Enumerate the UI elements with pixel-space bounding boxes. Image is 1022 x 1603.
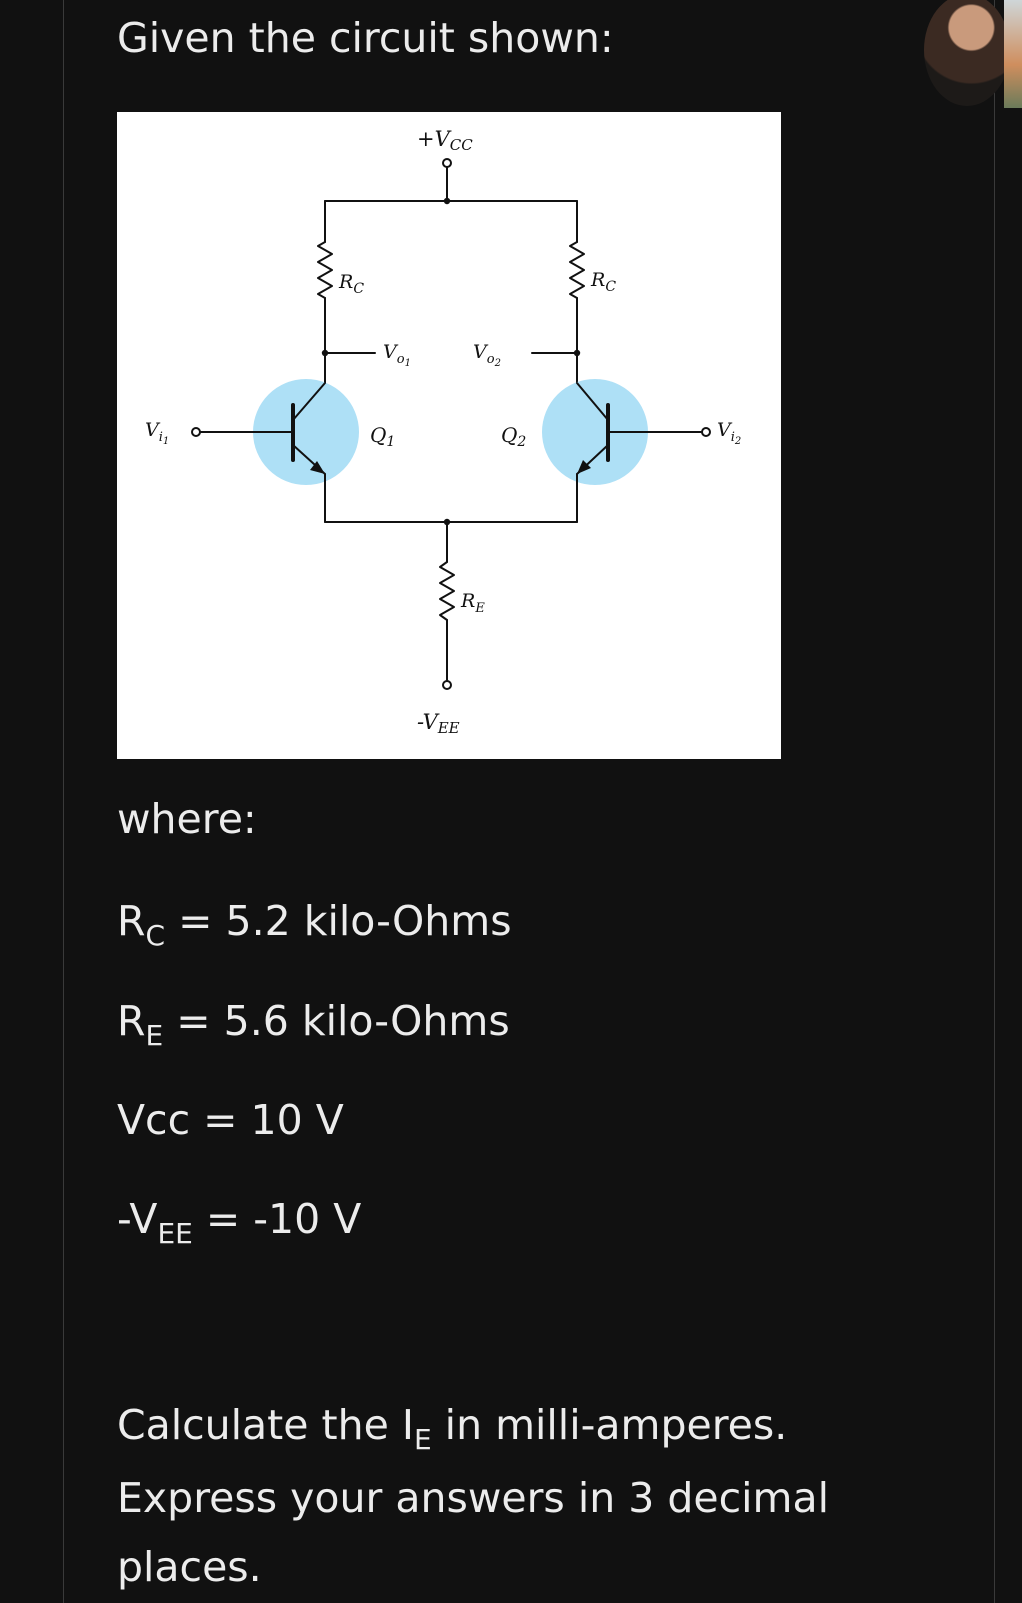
- vo1-label: Vo1: [383, 341, 411, 369]
- q1-label: Q1: [370, 423, 395, 450]
- vee-label: -VEE: [417, 710, 460, 737]
- rc-right-label: RC: [590, 269, 616, 295]
- vee-terminal: [442, 680, 452, 690]
- vi2-terminal: [701, 427, 711, 437]
- param-re: RE = 5.6 kilo-Ohms: [117, 997, 510, 1052]
- vcc-label: +VCC: [417, 127, 473, 154]
- vi1-label: Vi1: [145, 419, 169, 447]
- user-avatar[interactable]: [924, 0, 1010, 106]
- vo2-label: Vo2: [473, 341, 501, 369]
- re-resistor: [439, 561, 455, 621]
- content-right-border: [994, 0, 995, 1603]
- secondary-avatar[interactable]: [1004, 0, 1022, 108]
- q1-highlight: [253, 379, 359, 485]
- q2-highlight: [542, 379, 648, 485]
- content-left-border: [63, 0, 64, 1603]
- param-vcc: Vcc = 10 V: [117, 1096, 344, 1144]
- q2-label: Q2: [501, 423, 526, 450]
- rc-right-resistor: [569, 241, 585, 299]
- q2-emitter-arrow: [577, 460, 591, 474]
- rc-left-resistor: [317, 241, 333, 299]
- param-rc: RC = 5.2 kilo-Ohms: [117, 897, 512, 952]
- vi1-terminal: [191, 427, 201, 437]
- differential-amplifier-diagram: +VCC RC RC Vo1 Vo2 Vi1 Vi2 Q1 Q2 RE -VEE: [145, 127, 741, 737]
- vi2-label: Vi2: [717, 419, 741, 447]
- rc-left-label: RC: [338, 271, 364, 297]
- re-label: RE: [460, 590, 485, 616]
- where-label: where:: [117, 795, 257, 843]
- question-heading: Given the circuit shown:: [117, 14, 614, 62]
- question-text: Calculate the IE in milli-amperes. Expre…: [117, 1401, 829, 1591]
- vcc-terminal: [442, 158, 452, 168]
- circuit-figure: +VCC RC RC Vo1 Vo2 Vi1 Vi2 Q1 Q2 RE -VEE: [117, 112, 781, 759]
- param-vee: -VEE = -10 V: [117, 1195, 362, 1250]
- q1-emitter-arrow: [310, 461, 325, 474]
